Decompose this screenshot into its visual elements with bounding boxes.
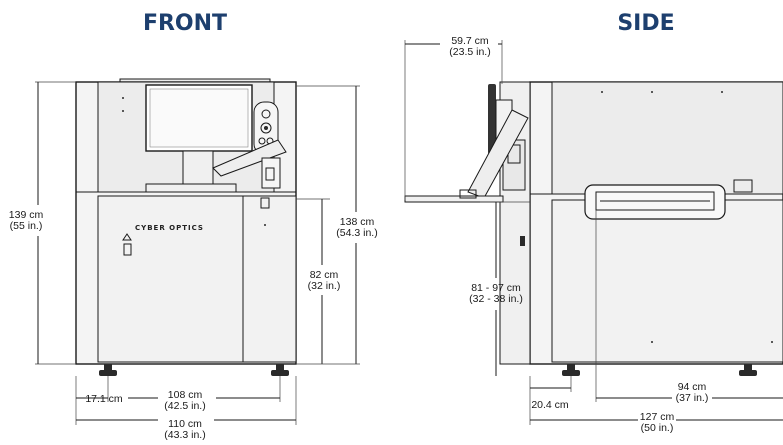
side-foot-front (562, 370, 580, 376)
side-conveyor-height-in: (32 - 38 in.) (469, 293, 523, 305)
front-height-in: (55 in.) (10, 220, 43, 232)
front-height-cm: 139 cm (9, 209, 44, 221)
side-total-depth-in: (50 in.) (641, 422, 674, 434)
side-feet-span-cm: 94 cm (678, 381, 707, 393)
front-dimensions: 139 cm (55 in.) 138 cm (54.3 in.) 82 cm … (9, 81, 378, 441)
front-foot-right (271, 370, 289, 376)
side-view (404, 81, 783, 376)
side-feet-span-in: (37 in.) (676, 392, 709, 404)
keyboard-tray (404, 195, 504, 203)
front-foot-offset: 17.1 cm (85, 393, 123, 405)
front-right-height-in: (54.3 in.) (336, 227, 377, 239)
side-foot-offset: 20.4 cm (531, 399, 569, 411)
front-foot-left (99, 370, 117, 376)
front-base-height-cm: 82 cm (310, 269, 339, 281)
front-title: FRONT (143, 11, 227, 36)
conveyor (584, 184, 726, 220)
side-monitor-depth-in: (23.5 in.) (449, 46, 490, 58)
front-right-height-cm: 138 cm (340, 216, 375, 228)
side-conveyor-height-cm: 81 - 97 cm (471, 282, 521, 294)
front-view: CYBER OPTICS (75, 78, 297, 376)
front-base-height-in: (32 in.) (308, 280, 341, 292)
side-monitor-depth-cm: 59.7 cm (451, 35, 489, 47)
front-total-width-cm: 110 cm (168, 418, 202, 430)
brand-logo: CYBER OPTICS (135, 224, 204, 232)
front-body-width-cm: 108 cm (168, 389, 203, 401)
warning-icon (122, 233, 132, 241)
monitor-side (488, 84, 496, 154)
front-total-width-in: (43.3 in.) (164, 429, 205, 441)
side-dimensions: 59.7 cm (23.5 in.) 81 - 97 cm (32 - 38 i… (404, 35, 783, 434)
side-title: SIDE (617, 11, 674, 36)
side-foot-rear (739, 370, 757, 376)
front-body-width-in: (42.5 in.) (164, 400, 205, 412)
side-total-depth-cm: 127 cm (640, 411, 675, 423)
